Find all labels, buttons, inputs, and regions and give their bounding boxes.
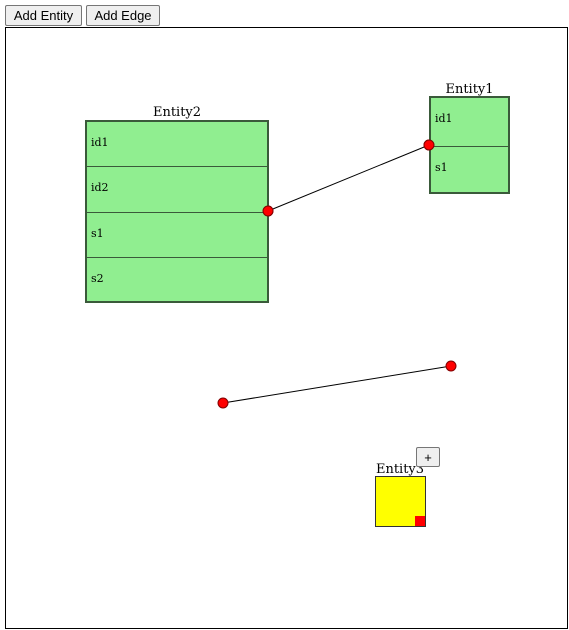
entity-field[interactable]: id1 [431,98,508,147]
edge-endpoint-handle[interactable] [445,360,457,372]
entity-box[interactable]: id1 s1 [429,96,510,194]
add-edge-button[interactable]: Add Edge [86,5,160,26]
entity-title: Entity1 [445,82,494,97]
edge-entity2-entity1[interactable] [267,144,430,212]
edge-free[interactable] [222,365,452,404]
entity-field[interactable]: id2 [87,167,267,213]
add-entity-button[interactable]: Add Entity [5,5,82,26]
add-field-button[interactable]: + [416,447,440,467]
entity-field[interactable]: id1 [87,122,267,167]
entity-field[interactable]: s1 [435,161,448,174]
resize-handle[interactable] [415,516,425,526]
entity-box[interactable]: id1 id2 s1 s2 [85,120,269,303]
entity-title: Entity3 [375,462,425,477]
diagram-canvas[interactable]: Entity2 id1 id2 s1 s2 Entity1 id1 s1 Ent… [5,27,568,629]
entity-field[interactable]: s1 [87,213,267,258]
selected-entity-box[interactable] [375,476,426,527]
entity-title: Entity2 [152,105,202,120]
edge-endpoint-handle[interactable] [217,397,229,409]
entity-field[interactable]: s2 [91,272,104,285]
